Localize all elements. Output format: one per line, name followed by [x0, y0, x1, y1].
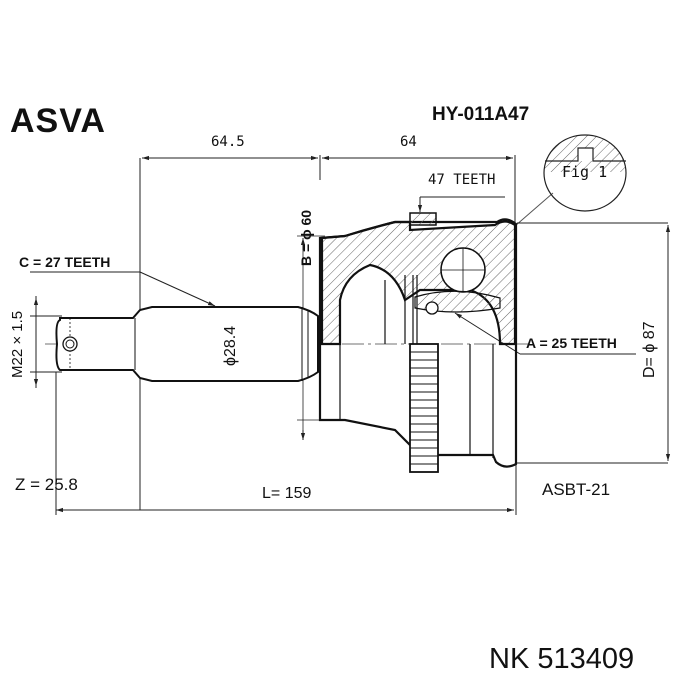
label-c-teeth: C = 27 TEETH: [19, 254, 111, 270]
dim-b-diameter: B = ϕ 60: [298, 209, 314, 266]
dim-shaft-length: 64.5: [211, 134, 245, 150]
label-a-teeth: A = 25 TEETH: [526, 335, 617, 351]
fig1-label: Fig 1: [562, 163, 608, 181]
dim-housing-length: 64: [400, 134, 417, 150]
dim-shaft-diameter: ϕ28.4: [222, 325, 239, 366]
label-z-value: Z = 25.8: [15, 475, 78, 494]
dim-d-diameter: D= ϕ 87: [641, 321, 658, 378]
label-boot-kit: ASBT-21: [542, 480, 611, 499]
dim-thread: M22 × 1.5: [9, 310, 26, 378]
cross-reference-number: NK 513409: [489, 643, 635, 675]
brand-logo: ASVA: [10, 102, 106, 140]
part-number: HY-011A47: [432, 104, 530, 125]
label-outer-teeth: 47 TEETH: [428, 172, 496, 188]
dim-total-length: L= 159: [262, 485, 312, 502]
